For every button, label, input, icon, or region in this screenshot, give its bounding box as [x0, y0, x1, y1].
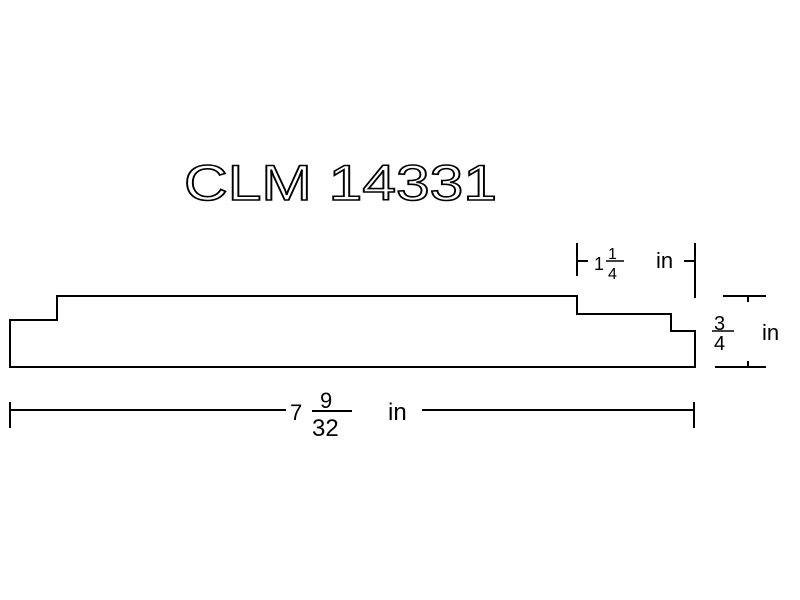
step-width-dimension: 1 1 4 in	[576, 243, 696, 298]
thickness-denominator: 4	[714, 333, 725, 355]
step-width-whole: 1	[594, 254, 604, 274]
step-width-numerator: 1	[608, 246, 617, 263]
width-denominator: 32	[312, 415, 339, 442]
width-dimension: 7 9 32 in	[9, 388, 695, 442]
thickness-unit: in	[762, 320, 779, 345]
width-whole: 7	[290, 400, 302, 425]
width-unit: in	[388, 399, 407, 426]
drawing-title: CLM 14331	[184, 155, 497, 211]
molding-profile	[9, 295, 696, 368]
step-width-denominator: 4	[608, 266, 617, 283]
step-width-unit: in	[656, 248, 673, 273]
width-numerator: 9	[320, 388, 332, 413]
thickness-numerator: 3	[714, 313, 725, 335]
thickness-dimension: 3 4 in	[712, 295, 779, 368]
